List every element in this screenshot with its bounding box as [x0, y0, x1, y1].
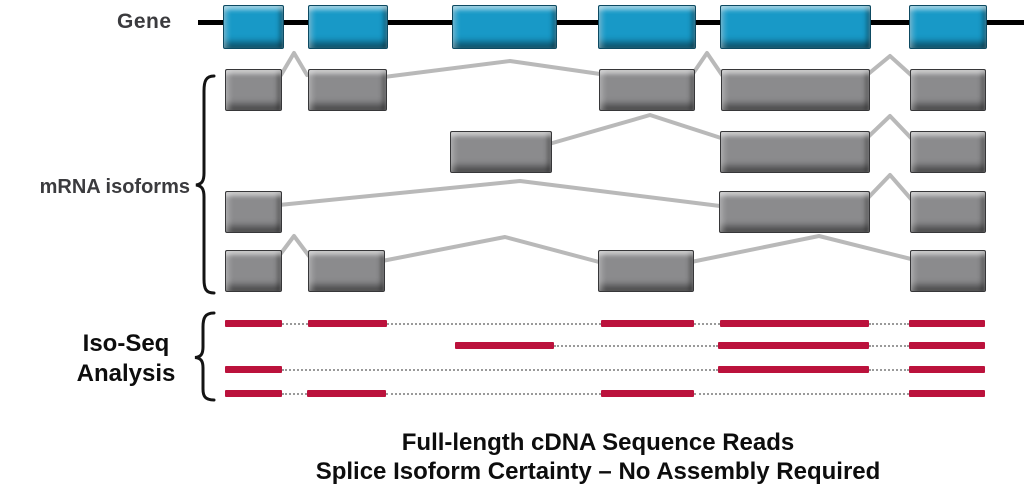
gene-exon-4	[598, 5, 696, 49]
gene-exon-1	[223, 5, 284, 49]
isoform-4-exon-1	[225, 250, 282, 292]
read-4-intron-1	[282, 393, 307, 395]
read-1-segment-5	[909, 320, 985, 327]
read-4-segment-3	[601, 390, 694, 397]
isoform-3-exon-2	[719, 191, 870, 233]
isoform-1-splice-line-3	[690, 51, 724, 77]
isoseq-label-line1: Iso-Seq	[82, 330, 170, 357]
mrna-brace	[195, 74, 216, 295]
read-2-intron-1	[554, 345, 718, 347]
isoform-2-splice-line-1	[547, 113, 723, 146]
caption-line2: Splice Isoform Certainty – No Assembly R…	[315, 458, 881, 485]
read-2-segment-3	[909, 342, 985, 349]
isoform-4-splice-line-1	[277, 234, 311, 258]
read-4-segment-1	[225, 390, 282, 397]
read-1-intron-4	[869, 323, 909, 325]
read-1-segment-2	[308, 320, 387, 327]
read-3-segment-1	[225, 366, 282, 373]
isoform-4-exon-4	[910, 250, 986, 292]
isoform-1-splice-line-2	[382, 59, 602, 79]
isoform-4-exon-3	[598, 250, 694, 292]
read-2-segment-1	[455, 342, 554, 349]
gene-label: Gene	[117, 10, 172, 33]
isoform-2-splice-line-2	[865, 114, 913, 140]
gene-exon-3	[452, 5, 557, 49]
read-4-intron-3	[694, 393, 909, 395]
isoseq-analysis-label: Iso-Seq Analysis	[60, 329, 192, 389]
isoform-4-splice-line-3	[689, 234, 913, 264]
caption: Full-length cDNA Sequence Reads Splice I…	[316, 428, 881, 486]
isoform-2-exon-3	[910, 131, 986, 173]
gene-exon-5	[720, 5, 871, 49]
isoform-1-exon-1	[225, 69, 282, 111]
gene-exon-2	[308, 5, 388, 49]
read-3-segment-2	[718, 366, 869, 373]
read-1-segment-3	[601, 320, 694, 327]
read-1-intron-1	[282, 323, 308, 325]
isoform-3-splice-line-2	[865, 173, 913, 201]
gene-exon-6	[909, 5, 987, 49]
read-1-intron-2	[387, 323, 601, 325]
isoform-1-exon-3	[599, 69, 695, 111]
isoform-4-exon-2	[308, 250, 385, 292]
caption-line1: Full-length cDNA Sequence Reads	[401, 429, 795, 456]
isoform-1-splice-line-1	[279, 51, 309, 77]
isoform-3-splice-line-1	[277, 179, 722, 208]
isoform-3-exon-3	[910, 191, 986, 233]
isoseq-brace	[194, 311, 216, 402]
read-3-intron-1	[282, 369, 718, 371]
isoform-1-exon-4	[721, 69, 870, 111]
isoform-4-splice-line-2	[380, 235, 601, 264]
read-4-segment-2	[307, 390, 386, 397]
isoform-1-exon-5	[910, 69, 986, 111]
isoform-2-exon-1	[450, 131, 552, 173]
read-1-segment-4	[720, 320, 869, 327]
read-4-intron-2	[386, 393, 601, 395]
read-2-intron-2	[869, 345, 909, 347]
read-2-segment-2	[718, 342, 869, 349]
read-3-intron-2	[869, 369, 909, 371]
isoform-1-exon-2	[308, 69, 387, 111]
read-1-intron-3	[694, 323, 720, 325]
read-4-segment-4	[909, 390, 985, 397]
isoform-1-splice-line-4	[865, 54, 913, 77]
mrna-isoforms-label: mRNA isoforms	[39, 176, 190, 198]
isoform-3-exon-1	[225, 191, 282, 233]
isoseq-label-line2: Analysis	[76, 360, 176, 387]
read-3-segment-3	[909, 366, 985, 373]
isoform-2-exon-2	[720, 131, 870, 173]
read-1-segment-1	[225, 320, 282, 327]
